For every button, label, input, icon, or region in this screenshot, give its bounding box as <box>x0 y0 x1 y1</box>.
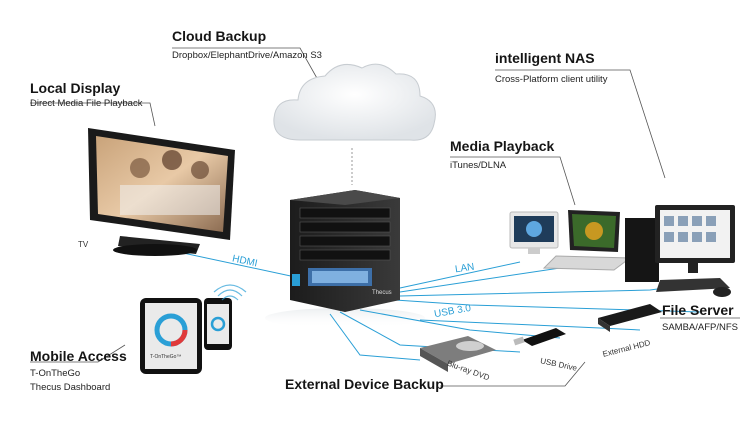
tablet-icon <box>140 298 202 374</box>
usb-drive-icon <box>513 328 566 346</box>
file-server-title: File Server <box>662 302 734 318</box>
phone-icon <box>204 284 247 350</box>
external-backup-title: External Device Backup <box>285 376 444 392</box>
cloud-backup-title: Cloud Backup <box>172 28 267 44</box>
intelligent-nas-title: intelligent NAS <box>495 50 595 66</box>
media-playback-subtitle: iTunes/DLNA <box>450 160 507 171</box>
usb-line-4 <box>419 319 641 331</box>
nas-device-icon <box>290 190 400 312</box>
lan-line-4 <box>394 299 701 313</box>
laptop-icon <box>542 210 632 271</box>
media-playback-title: Media Playback <box>450 138 555 154</box>
tv-label: TV <box>78 240 89 249</box>
backup-pointer <box>440 361 586 387</box>
external-hdd-icon <box>598 304 662 332</box>
pointer-lines <box>30 47 740 387</box>
bluray-drive-icon <box>420 336 496 372</box>
lan-line-1 <box>399 261 521 289</box>
tv-icon <box>88 128 235 256</box>
cloud-icon <box>273 63 436 141</box>
mobile-access-title: Mobile Access <box>30 348 127 364</box>
mobile-access-subtitle-2: Thecus Dashboard <box>30 382 111 393</box>
lan-line-2 <box>399 267 561 293</box>
nas-pointer <box>495 69 666 179</box>
nas-shadow <box>265 308 425 328</box>
mobile-access-subtitle-1: T-OnTheGo <box>30 368 81 379</box>
local-display-title: Local Display <box>30 80 121 96</box>
intelligent-nas-subtitle: Cross-Platform client utility <box>495 74 608 85</box>
tablet-app-label: T-OnTheGo™ <box>150 354 182 360</box>
local-display-subtitle: Direct Media File Playback <box>30 98 143 109</box>
display-pointer <box>30 102 156 127</box>
lan-line-3 <box>399 285 681 297</box>
imac-icon <box>509 211 559 254</box>
nas-brand-label: Thecus <box>372 290 392 296</box>
file-server-subtitle: SAMBA/AFP/NFS <box>662 322 739 333</box>
desktop-pc-icon <box>625 205 735 297</box>
mobile-pointer <box>30 344 126 363</box>
usb-line-3 <box>329 313 421 361</box>
cloud-pointer <box>172 47 319 81</box>
media-pointer <box>450 156 576 206</box>
usb-line-1 <box>359 309 561 339</box>
cloud-backup-subtitle: Dropbox/ElephantDrive/Amazon S3 <box>172 50 322 61</box>
